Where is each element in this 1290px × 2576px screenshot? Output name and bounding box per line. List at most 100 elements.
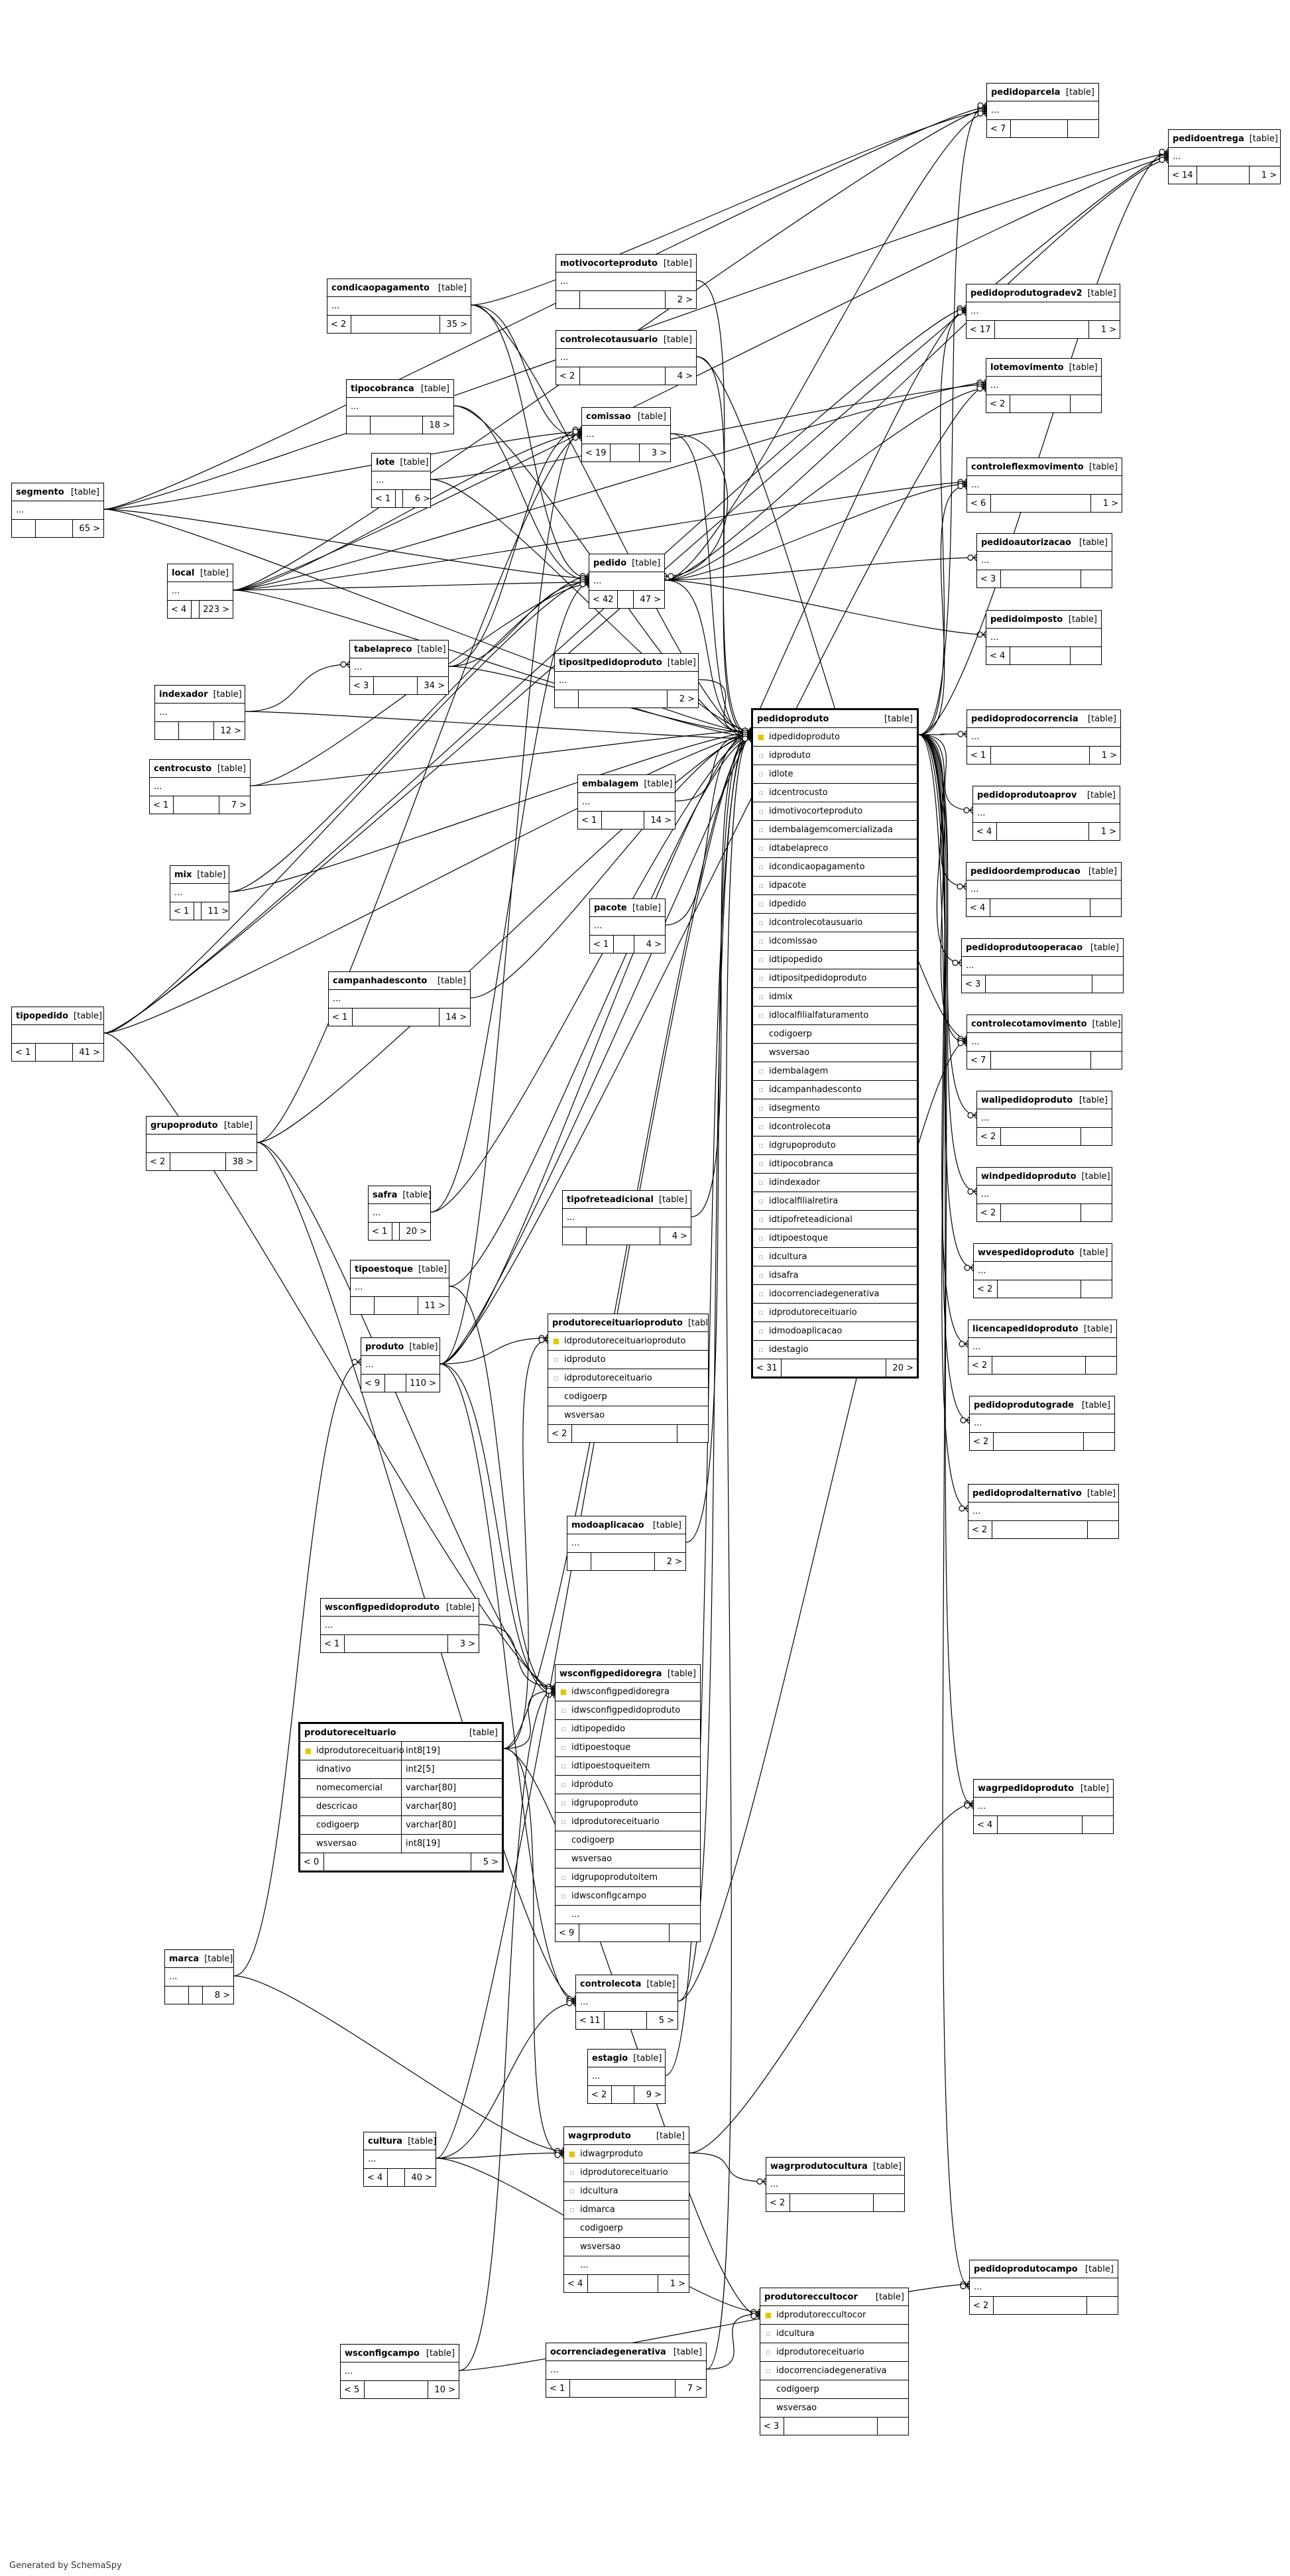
children-count[interactable]: 110 > <box>410 1378 436 1388</box>
table-lotemovimento[interactable]: lotemovimento[table]...< 2 <box>986 358 1102 413</box>
table-pedidoproduto[interactable]: pedidoproduto[table]■idpedidoproduto▫idp… <box>751 708 919 1379</box>
table-name[interactable]: tabelapreco <box>354 644 412 654</box>
column-row[interactable]: ▫idgrupoproduto <box>556 1794 700 1813</box>
column-row[interactable]: ▫idtabelapreco <box>753 839 917 858</box>
column-row[interactable]: ▫idtipositpedidoproduto <box>753 969 917 988</box>
parents-count[interactable]: < 1 <box>150 796 174 814</box>
column-row[interactable]: ■idpedidoproduto <box>753 728 917 747</box>
parents-count[interactable] <box>556 291 580 308</box>
parents-count[interactable]: < 19 <box>582 444 611 461</box>
column-row[interactable]: ▫idtipofreteadicional <box>753 1211 917 1229</box>
column-row[interactable]: codigoerp <box>548 1388 708 1406</box>
table-name[interactable]: produtoreccultocor <box>764 2292 858 2302</box>
parents-count[interactable]: < 1 <box>372 490 396 507</box>
table-tipofreteadicional[interactable]: tipofreteadicional[table]...4 > <box>562 1190 691 1245</box>
table-name[interactable]: centrocusto <box>154 763 212 774</box>
table-name[interactable]: walipedidoproduto <box>981 1095 1073 1105</box>
column-row[interactable]: wsversao <box>564 2238 689 2256</box>
children-count[interactable]: 4 > <box>646 939 662 950</box>
table-name[interactable]: pedidoordemproducao <box>970 866 1081 877</box>
table-name[interactable]: pedidoprodalternativo <box>972 1488 1082 1499</box>
table-name[interactable]: indexador <box>159 689 208 700</box>
table-wvespedidoproduto[interactable]: wvespedidoproduto[table]...< 2 <box>973 1243 1112 1298</box>
column-row[interactable]: ▫idtipopedido <box>556 1720 700 1739</box>
parents-count[interactable]: < 1 <box>170 902 194 920</box>
table-name[interactable]: controlecotamovimento <box>971 1018 1087 1029</box>
column-row[interactable]: ▫idprodutoreceituario <box>564 2164 689 2182</box>
parents-count[interactable]: < 31 <box>753 1359 782 1377</box>
children-count[interactable]: 6 > <box>414 493 430 504</box>
table-marca[interactable]: marca[table]...8 > <box>164 1949 234 2004</box>
children-count[interactable]: 5 > <box>483 1857 498 1867</box>
children-count[interactable]: 38 > <box>232 1156 253 1167</box>
column-row[interactable]: ▫idmarca <box>564 2201 689 2219</box>
table-name[interactable]: controlecotausuario <box>560 334 658 345</box>
table-name[interactable]: tipofreteadicional <box>567 1194 654 1205</box>
table-tipoestoque[interactable]: tipoestoque[table]...11 > <box>350 1260 449 1315</box>
column-row[interactable]: codigoerp <box>556 1831 700 1850</box>
table-name[interactable]: segmento <box>16 487 64 497</box>
table-name[interactable]: pedidoparcela <box>991 87 1061 97</box>
parents-count[interactable]: < 5 <box>341 2381 365 2398</box>
column-row[interactable]: ▫idcultura <box>564 2182 689 2201</box>
table-name[interactable]: pedidoprodutograde <box>974 1400 1075 1410</box>
children-count[interactable]: 40 > <box>411 2172 432 2183</box>
table-name[interactable]: controleflexmovimento <box>971 461 1084 472</box>
table-name[interactable]: tipoestoque <box>355 1264 413 1274</box>
column-row[interactable]: codigoerp <box>564 2219 689 2238</box>
table-name[interactable]: windpedidoproduto <box>981 1171 1077 1182</box>
parents-count[interactable]: < 2 <box>588 2086 612 2103</box>
table-name[interactable]: tipopedido <box>16 1011 69 1021</box>
parents-count[interactable]: < 6 <box>967 495 991 512</box>
column-row[interactable]: ▫idmodoaplicacao <box>753 1322 917 1341</box>
table-windpedidoproduto[interactable]: windpedidoproduto[table]...< 2 <box>976 1167 1112 1222</box>
children-count[interactable] <box>1088 1521 1118 1538</box>
parents-count[interactable]: < 1 <box>329 1009 353 1026</box>
column-row[interactable]: ▫idtipoestoqueitem <box>556 1757 700 1776</box>
table-wagrprodutocultura[interactable]: wagrprodutocultura[table]...< 2 <box>766 2157 905 2212</box>
table-name[interactable]: produto <box>365 1341 404 1352</box>
parents-count[interactable]: < 11 <box>576 2012 605 2029</box>
column-row[interactable]: wsversao <box>556 1850 700 1869</box>
parents-count[interactable] <box>351 1297 375 1314</box>
table-name[interactable]: wvespedidoproduto <box>978 1247 1075 1258</box>
children-count[interactable] <box>1092 975 1123 993</box>
column-row[interactable]: ▫idestagio <box>753 1341 917 1359</box>
table-name[interactable]: pedidoprodutooperacao <box>966 942 1083 953</box>
column-row[interactable]: ▫idprodutoreceituario <box>556 1813 700 1831</box>
table-controlecotamovimento[interactable]: controlecotamovimento[table]...< 7 <box>967 1014 1122 1070</box>
table-name[interactable]: safra <box>373 1190 398 1200</box>
column-row[interactable]: ▫idlocalfilialfaturamento <box>753 1007 917 1025</box>
table-tipositpedidoproduto[interactable]: tipositpedidoproduto[table]...2 > <box>554 653 699 708</box>
table-name[interactable]: wsconfigpedidoproduto <box>325 1602 440 1613</box>
column-row[interactable]: ▫idproduto <box>753 747 917 765</box>
children-count[interactable]: 35 > <box>446 319 467 330</box>
column-row[interactable]: ▫idcondicaopagamento <box>753 858 917 877</box>
column-row[interactable]: ■idprodutoreceituarioproduto <box>548 1332 708 1351</box>
children-count[interactable]: 14 > <box>445 1012 467 1022</box>
table-name[interactable]: pedidoprodocorrencia <box>971 713 1079 724</box>
parents-count[interactable]: < 17 <box>967 321 995 338</box>
parents-count[interactable]: < 0 <box>300 1853 324 1871</box>
children-count[interactable] <box>1084 1433 1114 1450</box>
column-row[interactable]: ▫idcultura <box>753 1248 917 1266</box>
parents-count[interactable]: < 4 <box>973 823 997 840</box>
children-count[interactable] <box>1071 647 1101 664</box>
table-pedidoparcela[interactable]: pedidoparcela[table]...< 7 <box>986 83 1099 138</box>
